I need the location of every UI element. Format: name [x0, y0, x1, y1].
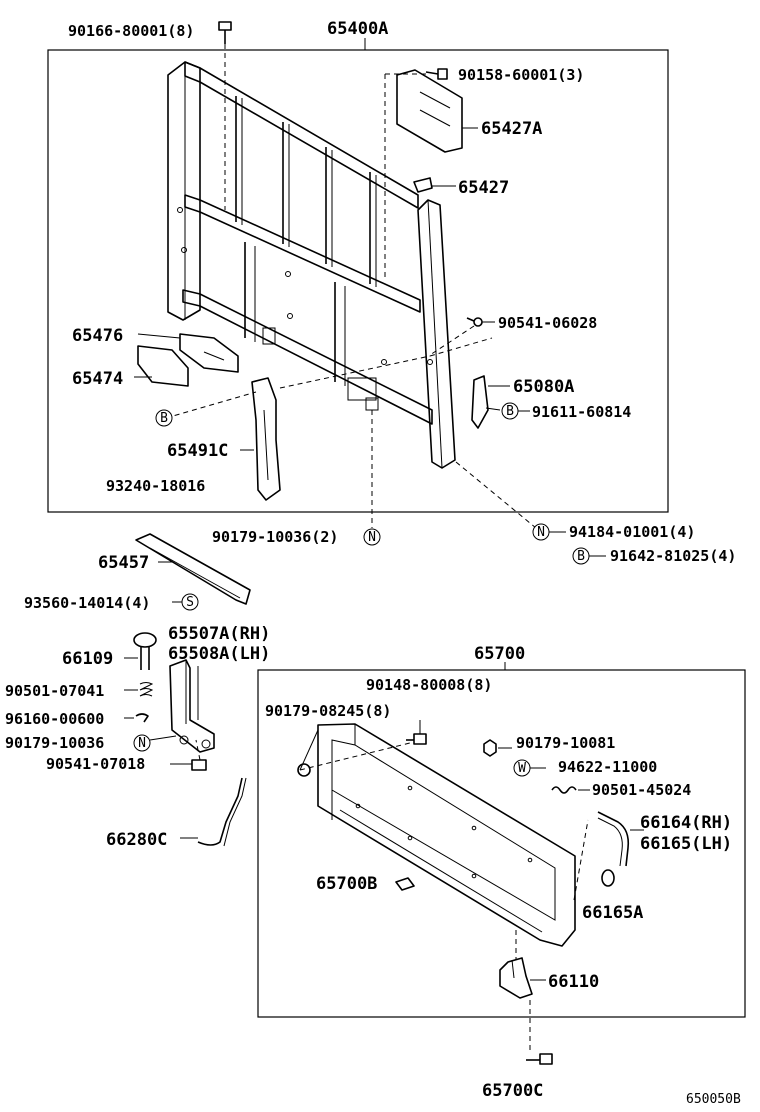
hinge-66110 [499, 957, 546, 999]
spring-90501-45024 [551, 786, 590, 794]
symbol-n-marker: N [363, 528, 381, 546]
guide-94184 [455, 461, 537, 529]
symbol-b-marker: B [501, 402, 519, 420]
label-66164: 66164(RH) [640, 813, 732, 833]
tailgate-65700 [317, 723, 576, 947]
label-66165: 66165(LH) [640, 834, 732, 854]
figure-code: 650050B [686, 1092, 741, 1107]
strip-65457 [135, 533, 251, 605]
plate-65427A [396, 69, 463, 153]
bracket-65476 [179, 333, 239, 373]
label-96160-00600: 96160-00600 [5, 710, 104, 728]
cap-66165A [601, 869, 615, 887]
label-66165A: 66165A [582, 903, 643, 923]
group-box-65400A [47, 49, 669, 513]
guide-frame-right [429, 337, 493, 357]
label-91611-60814: 91611-60814 [532, 403, 631, 421]
bolt-65700C [526, 1000, 553, 1065]
bracket-65474 [137, 345, 189, 387]
guide-66164 [573, 819, 589, 901]
pad-65700B [395, 877, 415, 891]
label-65700C: 65700C [482, 1081, 543, 1101]
label-93560-14014: 93560-14014(4) [24, 594, 150, 612]
rod-66164 [597, 811, 630, 867]
label-65457: 65457 [98, 553, 149, 573]
symbol-s-marker: S [181, 593, 199, 611]
label-90179-10081: 90179-10081 [516, 734, 615, 752]
chain-66280C [197, 777, 247, 847]
label-65508A: 65508A(LH) [168, 644, 270, 664]
label-65427: 65427 [458, 178, 509, 198]
label-90179-10036: 90179-10036 [5, 734, 104, 752]
spring-90501-07041 [139, 682, 154, 697]
bolt-90166 [218, 21, 232, 210]
clip-96160 [135, 713, 149, 723]
label-90166-80001: 90166-80001(8) [68, 22, 194, 40]
symbol-n-marker: N [133, 734, 151, 752]
svg-text:N: N [368, 530, 376, 545]
label-65700: 65700 [474, 644, 525, 664]
label-65474: 65474 [72, 369, 123, 389]
label-90541-07018: 90541-07018 [46, 755, 145, 773]
clip-65427 [413, 177, 433, 193]
symbol-w-marker: W [513, 759, 531, 777]
label-65491C: 65491C [167, 441, 228, 461]
symbol-b-marker: B [572, 547, 590, 565]
symbol-b-marker: B [155, 409, 173, 427]
label-65700B: 65700B [316, 874, 377, 894]
label-65400A: 65400A [327, 19, 388, 39]
headboard-frame [167, 61, 456, 469]
label-65476: 65476 [72, 326, 123, 346]
svg-text:N: N [138, 736, 146, 751]
label-65427A: 65427A [481, 119, 542, 139]
symbol-n-marker: N [532, 523, 550, 541]
svg-text:W: W [518, 761, 526, 776]
screw-90158 [384, 68, 448, 280]
label-90501-45024: 90501-45024 [592, 781, 691, 799]
label-66110: 66110 [548, 972, 599, 992]
label-90541-06028: 90541-06028 [498, 314, 597, 332]
label-66280C: 66280C [106, 830, 167, 850]
label-94622-11000: 94622-11000 [558, 758, 657, 776]
bolt-90541-07018 [170, 739, 207, 771]
svg-text:B: B [577, 549, 585, 564]
svg-text:B: B [506, 404, 514, 419]
svg-text:S: S [186, 595, 194, 610]
nut-90179-10081 [483, 739, 512, 757]
label-65507A: 65507A(RH) [168, 624, 270, 644]
svg-text:B: B [160, 411, 168, 426]
bracket-65491C [240, 377, 281, 501]
label-93240-18016: 93240-18016 [106, 477, 205, 495]
label-65080A: 65080A [513, 377, 574, 397]
label-90501-07041: 90501-07041 [5, 682, 104, 700]
label-90158-60001: 90158-60001(3) [458, 66, 584, 84]
guide-frame [279, 355, 431, 389]
group-box-65700 [257, 669, 746, 1018]
label-66109: 66109 [62, 649, 113, 669]
label-90148-80008: 90148-80008(8) [366, 676, 492, 694]
svg-text:N: N [537, 525, 545, 540]
guide-93240 [165, 391, 257, 419]
label-91642-81025: 91642-81025(4) [610, 547, 736, 565]
guide-90148 [299, 741, 415, 771]
bolt-90148 [406, 720, 427, 745]
label-94184-01001: 94184-01001(4) [569, 523, 695, 541]
latch-65080A [471, 375, 510, 429]
washer-90179-08245 [297, 729, 319, 777]
bolt-90541-06028 [429, 317, 495, 356]
pin-66109 [133, 632, 157, 670]
label-90179-10036-2: 90179-10036(2) [212, 528, 338, 546]
hinge-bracket-65507A [169, 659, 215, 753]
label-90179-08245: 90179-08245(8) [265, 702, 391, 720]
